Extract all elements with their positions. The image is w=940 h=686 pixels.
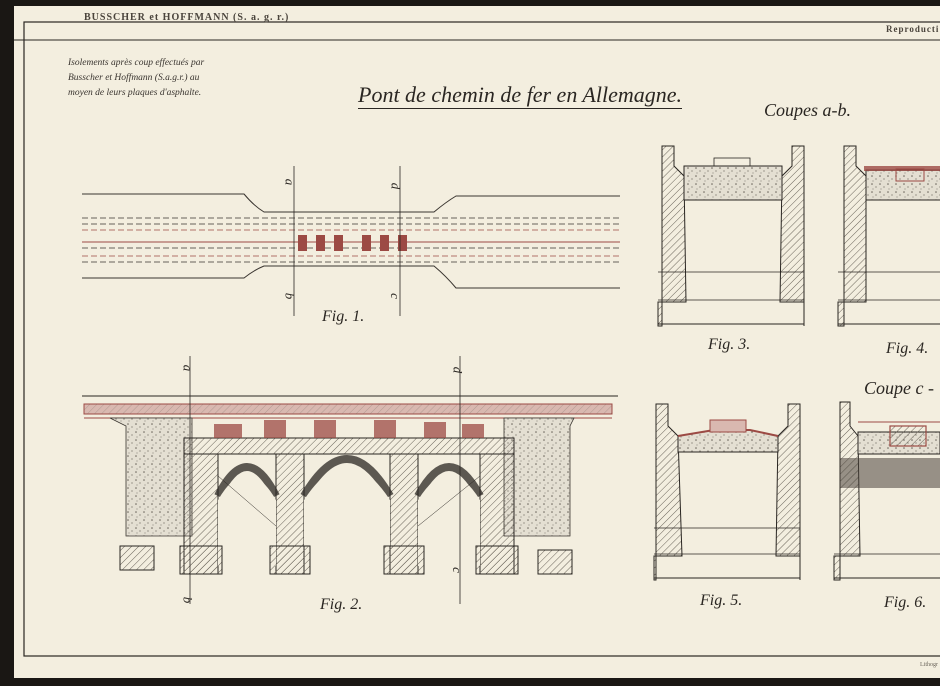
section-mark-a: a bbox=[282, 178, 298, 186]
imprint-label: Lithogr bbox=[920, 662, 938, 668]
section-mark-b: b bbox=[282, 292, 298, 300]
fig6-section bbox=[833, 401, 940, 581]
note-line-2: Busscher et Hoffmann (S.a.g.r.) au bbox=[68, 73, 200, 83]
fig2-elevation bbox=[82, 356, 618, 604]
fig6-caption: Fig. 6. bbox=[884, 594, 927, 611]
reproduction-header: Reproducti bbox=[886, 24, 940, 34]
section-mark-a-fig2: a bbox=[180, 364, 196, 372]
section-mark-c-fig2: c bbox=[449, 567, 465, 573]
fig1-plan bbox=[82, 166, 620, 316]
insulation-note: Isolements après coup effectués par Buss… bbox=[68, 56, 204, 101]
plate-frame bbox=[23, 21, 940, 657]
fig5-caption: Fig. 5. bbox=[700, 592, 743, 609]
engineering-plate bbox=[14, 21, 940, 657]
section-mark-c: c bbox=[387, 293, 403, 299]
drawing-sheet: BUSSCHER et HOFFMANN (S. a. g. r.) Repro… bbox=[14, 6, 940, 678]
fig3-caption: Fig. 3. bbox=[708, 336, 751, 353]
coupe-c-label: Coupe c - bbox=[864, 378, 934, 398]
section-mark-d: d bbox=[388, 182, 404, 190]
fig4-section bbox=[837, 145, 940, 327]
section-mark-d-fig2: d bbox=[450, 366, 466, 374]
fig2-caption: Fig. 2. bbox=[320, 596, 363, 613]
fig5-section bbox=[653, 403, 801, 581]
plate-title: Pont de chemin de fer en Allemagne. bbox=[358, 82, 682, 109]
note-line-1: Isolements après coup effectués par bbox=[68, 58, 205, 68]
note-line-3: moyen de leurs plaques d'asphalte. bbox=[68, 88, 202, 98]
fig3-section bbox=[657, 145, 805, 327]
publisher-header: BUSSCHER et HOFFMANN (S. a. g. r.) bbox=[84, 12, 290, 23]
fig1-caption: Fig. 1. bbox=[322, 308, 365, 325]
fig4-caption: Fig. 4. bbox=[886, 340, 929, 357]
coupes-ab-label: Coupes a-b. bbox=[764, 100, 851, 120]
section-mark-b-fig2: b bbox=[180, 596, 196, 604]
